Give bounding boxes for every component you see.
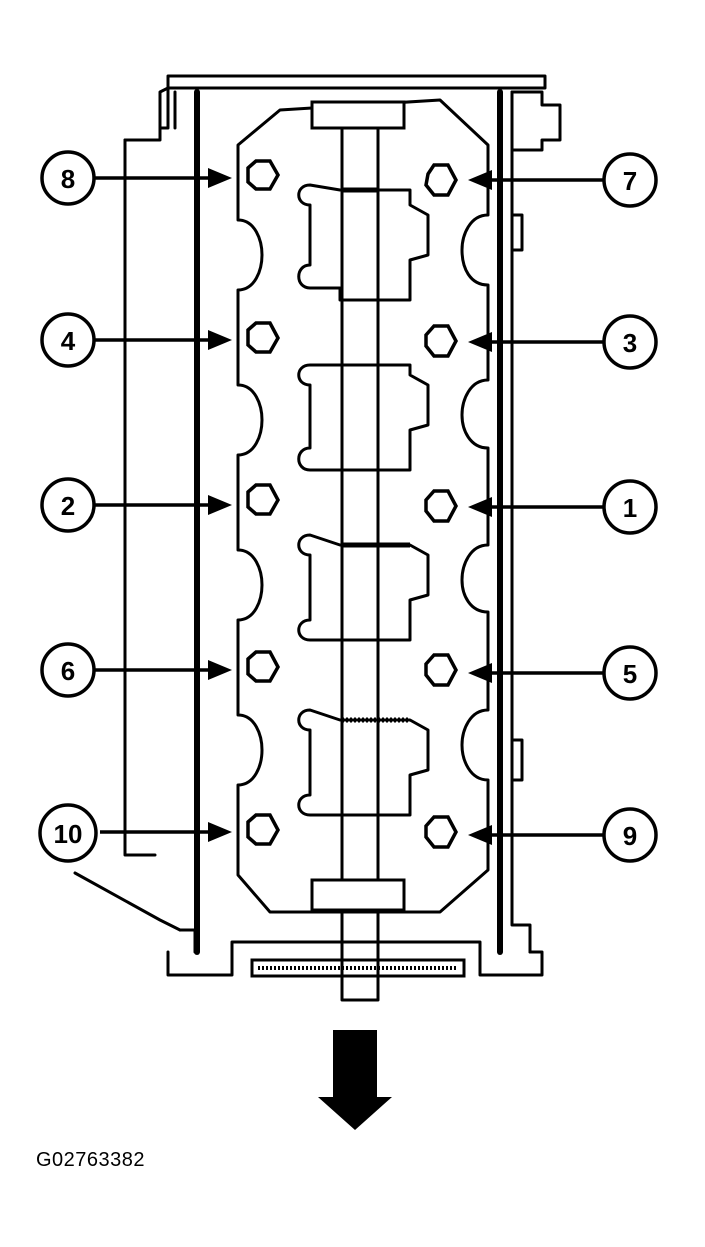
svg-text:10: 10 [54, 819, 83, 849]
sequence-badge-3: 3 [602, 314, 658, 370]
figure-code: G02763382 [36, 1149, 146, 1171]
bolt-hex-7 [424, 163, 458, 197]
sequence-badge-9: 9 [602, 807, 658, 863]
svg-text:3: 3 [623, 328, 637, 358]
bolt-hex-4 [246, 321, 280, 354]
sequence-badge-1: 1 [602, 479, 658, 535]
sequence-badge-2: 2 [40, 477, 96, 533]
bolt-hex-9 [424, 815, 458, 849]
bolt-hex-3 [424, 324, 458, 358]
svg-text:7: 7 [623, 166, 637, 196]
head-bolts [246, 159, 458, 849]
bolt-hex-5 [424, 653, 458, 687]
head-gasket-outline [236, 98, 490, 914]
chamber-blocks [297, 183, 430, 817]
sequence-badge-5: 5 [602, 645, 658, 701]
bolt-hex-8 [246, 159, 281, 191]
bolt-hex-10 [246, 813, 280, 846]
svg-text:2: 2 [61, 491, 75, 521]
bolt-hex-6 [246, 650, 280, 683]
callout-arrows [92, 168, 605, 845]
sequence-badge-10: 10 [38, 803, 98, 863]
svg-text:5: 5 [623, 659, 637, 689]
sequence-badge-8: 8 [40, 150, 96, 206]
svg-text:9: 9 [623, 821, 637, 851]
front-direction-arrow-icon [318, 1030, 392, 1130]
bolt-hex-1 [424, 489, 458, 523]
svg-text:1: 1 [623, 493, 637, 523]
bolt-hex-2 [246, 483, 280, 516]
sequence-badge-6: 6 [40, 642, 96, 698]
sequence-badges: 8 4 2 6 10 7 3 1 5 9 [38, 150, 658, 863]
svg-text:6: 6 [61, 656, 75, 686]
svg-text:8: 8 [61, 164, 75, 194]
sequence-badge-7: 7 [602, 152, 658, 208]
svg-text:4: 4 [61, 326, 76, 356]
sequence-badge-4: 4 [40, 312, 96, 368]
cylinder-head-outline [73, 74, 562, 1002]
